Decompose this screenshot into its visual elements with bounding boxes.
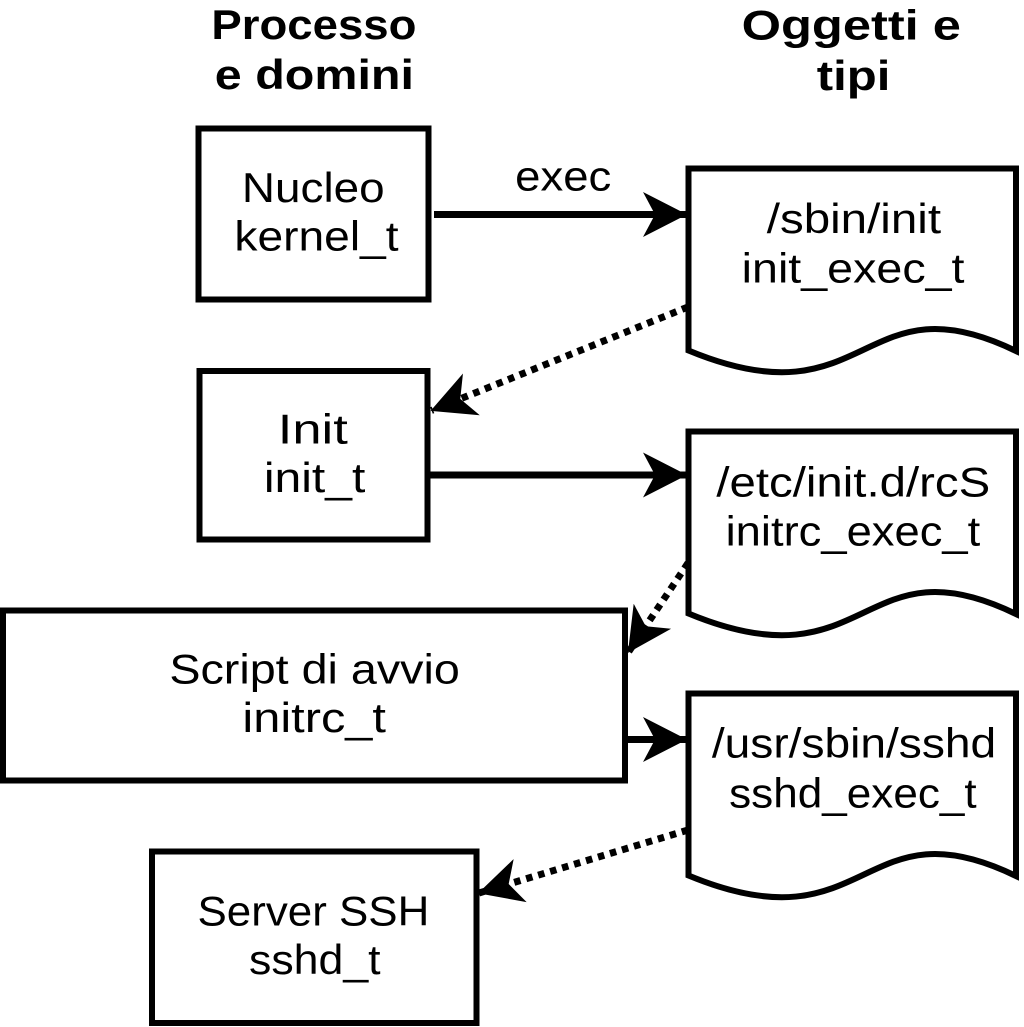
- svg-text:/sbin/init: /sbin/init: [767, 195, 942, 242]
- svg-text:sshd_t: sshd_t: [249, 936, 381, 983]
- svg-text:/usr/sbin/sshd: /usr/sbin/sshd: [712, 720, 996, 767]
- svg-text:init_t: init_t: [264, 454, 366, 501]
- svg-text:Init: Init: [278, 405, 348, 452]
- svg-text:exec: exec: [515, 153, 611, 200]
- svg-text:tipi: tipi: [817, 52, 891, 99]
- svg-text:/etc/init.d/rcS: /etc/init.d/rcS: [716, 459, 990, 506]
- svg-text:Processo: Processo: [211, 1, 416, 48]
- svg-text:sshd_exec_t: sshd_exec_t: [729, 769, 977, 816]
- svg-text:init_exec_t: init_exec_t: [742, 244, 965, 291]
- svg-text:initrc_exec_t: initrc_exec_t: [726, 508, 981, 555]
- svg-text:Script di avvio: Script di avvio: [169, 646, 460, 693]
- svg-text:Server SSH: Server SSH: [198, 887, 430, 934]
- svg-text:kernel_t: kernel_t: [234, 213, 398, 260]
- svg-text:Oggetti e: Oggetti e: [742, 2, 961, 49]
- svg-text:e domini: e domini: [215, 51, 414, 98]
- svg-text:initrc_t: initrc_t: [242, 694, 386, 741]
- svg-text:Nucleo: Nucleo: [242, 164, 385, 211]
